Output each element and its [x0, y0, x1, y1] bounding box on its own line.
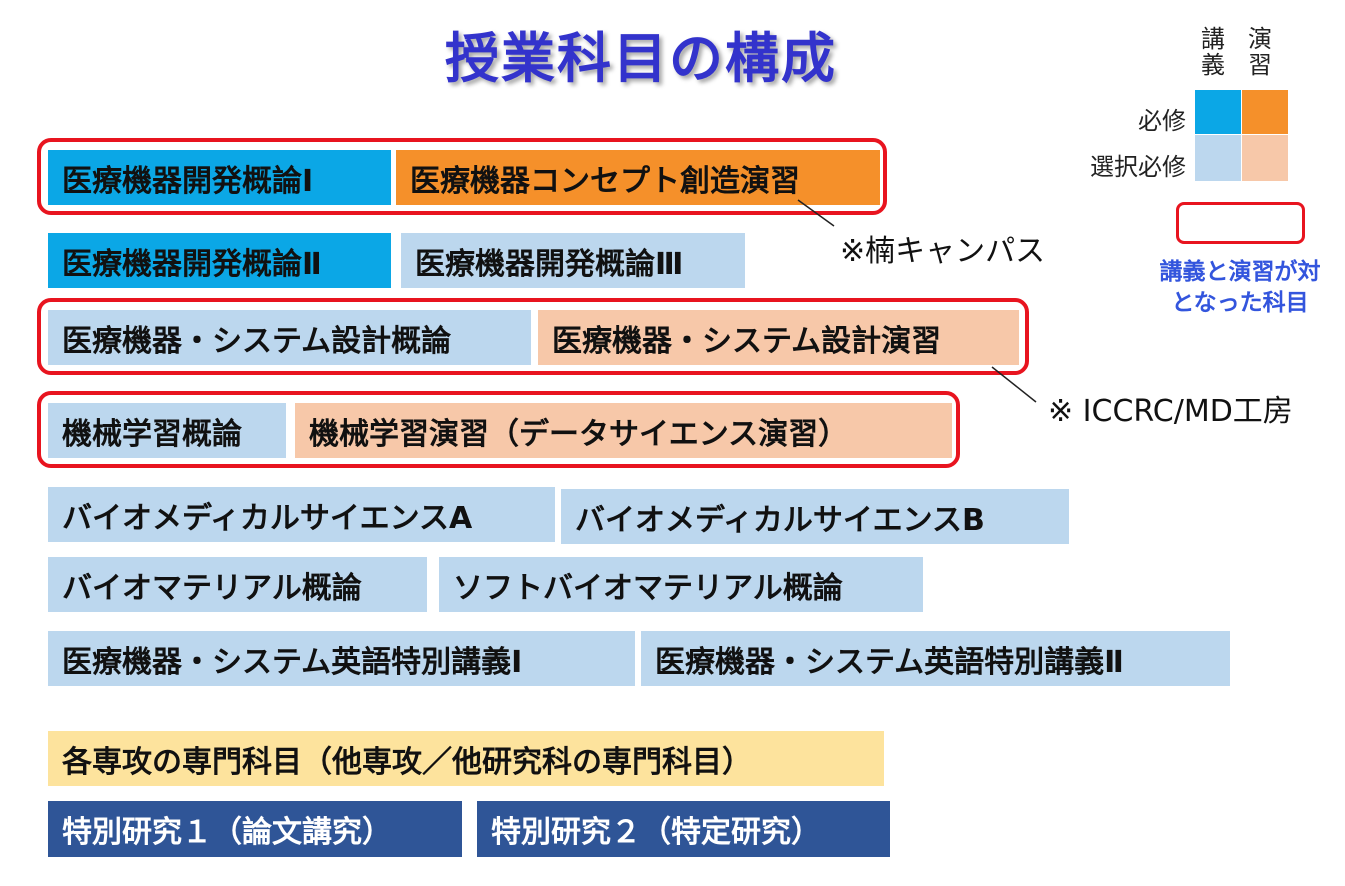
course-biomaterial-intro: バイオマテリアル概論 [48, 557, 427, 612]
course-medical-device-dev-intro-3: 医療機器開発概論Ⅲ [401, 233, 745, 288]
course-special-research-2: 特別研究２（特定研究） [477, 801, 890, 857]
legend-col-practice: 演習 [1248, 25, 1272, 79]
note-workshop: ※ ICCRC/MD工房 [1048, 394, 1293, 429]
legend-swatch-elective-practice [1242, 135, 1288, 181]
legend-swatch-elective-lecture [1195, 135, 1241, 181]
page-title: 授業科目の構成 [445, 27, 837, 90]
pair-frame-row3 [37, 298, 1029, 375]
legend-swatch-required-practice [1242, 90, 1288, 134]
course-medical-device-dev-intro-2: 医療機器開発概論Ⅱ [48, 233, 391, 288]
course-specialized-subjects: 各専攻の専門科目（他専攻／他研究科の専門科目） [48, 731, 884, 786]
course-machine-learning-practice: 機械学習演習（データサイエンス演習） [295, 403, 952, 458]
leader-line-workshop [991, 366, 1037, 403]
course-medical-device-dev-intro-1: 医療機器開発概論Ⅰ [48, 150, 391, 205]
legend-row-elective: 選択必修 [1090, 153, 1186, 181]
legend-pair-frame [1176, 202, 1305, 244]
note-campus: ※楠キャンパス [840, 234, 1046, 269]
course-machine-learning-intro: 機械学習概論 [48, 403, 286, 458]
pair-frame-row1 [37, 138, 887, 215]
legend-swatch-required-lecture [1195, 90, 1241, 134]
course-biomedical-science-b: バイオメディカルサイエンスB [561, 489, 1069, 544]
course-soft-biomaterial-intro: ソフトバイオマテリアル概論 [439, 557, 923, 612]
pair-frame-row4 [37, 391, 960, 468]
course-medical-device-concept-practice: 医療機器コンセプト創造演習 [396, 150, 880, 205]
course-english-special-lecture-1: 医療機器・システム英語特別講義Ⅰ [48, 631, 635, 686]
legend-pair-label-2: となった科目 [1171, 290, 1309, 316]
course-system-design-intro: 医療機器・システム設計概論 [48, 310, 531, 365]
course-system-design-practice: 医療機器・システム設計演習 [538, 310, 1019, 365]
course-special-research-1: 特別研究１（論文講究） [48, 801, 462, 857]
course-english-special-lecture-2: 医療機器・システム英語特別講義Ⅱ [641, 631, 1230, 686]
legend-pair-label-1: 講義と演習が対 [1159, 259, 1321, 285]
legend-row-required: 必修 [1138, 107, 1186, 135]
legend-col-lecture: 講義 [1201, 25, 1225, 79]
leader-line-campus [797, 199, 835, 227]
course-biomedical-science-a: バイオメディカルサイエンスA [48, 487, 555, 542]
